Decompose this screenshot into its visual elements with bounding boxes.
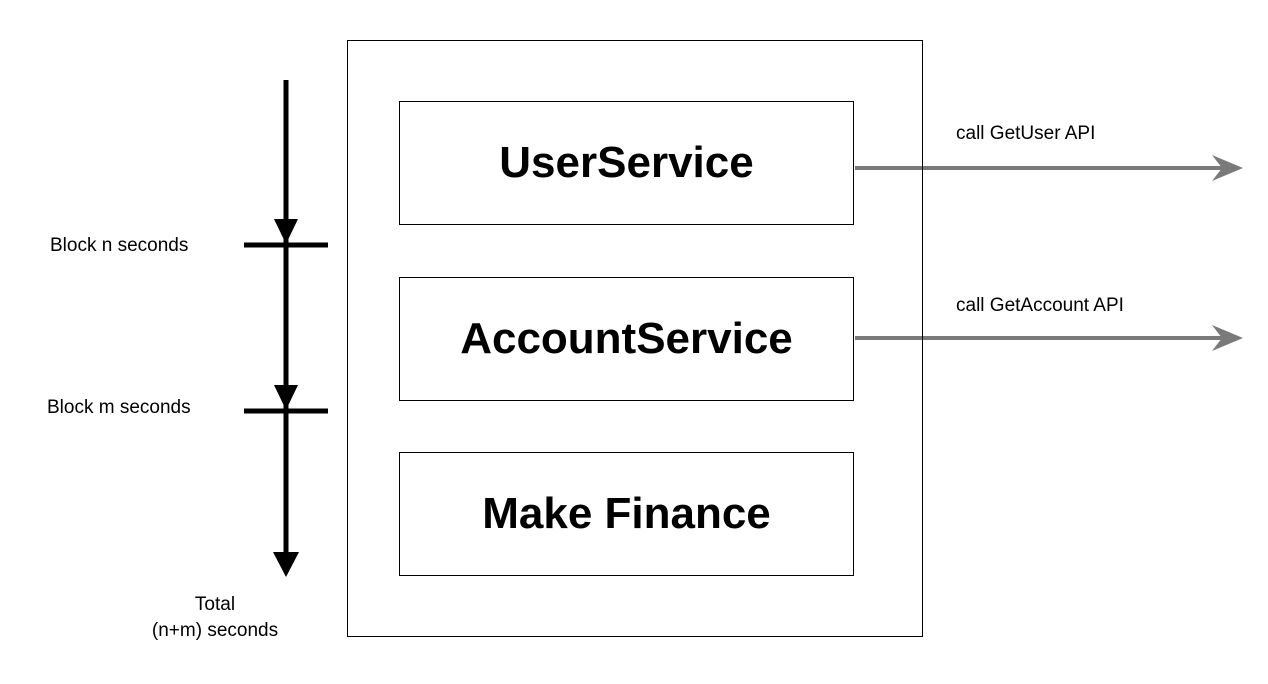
timeline-arrowhead-1 <box>274 219 298 244</box>
get-account-call-label: call GetAccount API <box>956 295 1124 316</box>
timeline-arrowhead-3 <box>273 552 299 577</box>
get-user-arrowhead <box>1212 155 1243 181</box>
user-service-box: UserService <box>399 101 854 225</box>
get-user-call-label: call GetUser API <box>956 123 1096 144</box>
account-service-box: AccountService <box>399 277 854 401</box>
total-label-line2: (n+m) seconds <box>151 619 279 641</box>
block-m-label: Block m seconds <box>47 397 191 418</box>
timeline-arrowhead-2 <box>274 385 298 410</box>
make-finance-box: Make Finance <box>399 452 854 576</box>
account-service-label: AccountService <box>460 314 793 363</box>
get-account-arrowhead <box>1212 325 1243 351</box>
process-container <box>347 40 923 637</box>
make-finance-label: Make Finance <box>482 489 771 538</box>
block-n-label: Block n seconds <box>50 235 189 256</box>
user-service-label: UserService <box>499 138 754 187</box>
total-label: Total (n+m) seconds <box>130 592 300 643</box>
total-label-line1: Total <box>194 594 236 615</box>
